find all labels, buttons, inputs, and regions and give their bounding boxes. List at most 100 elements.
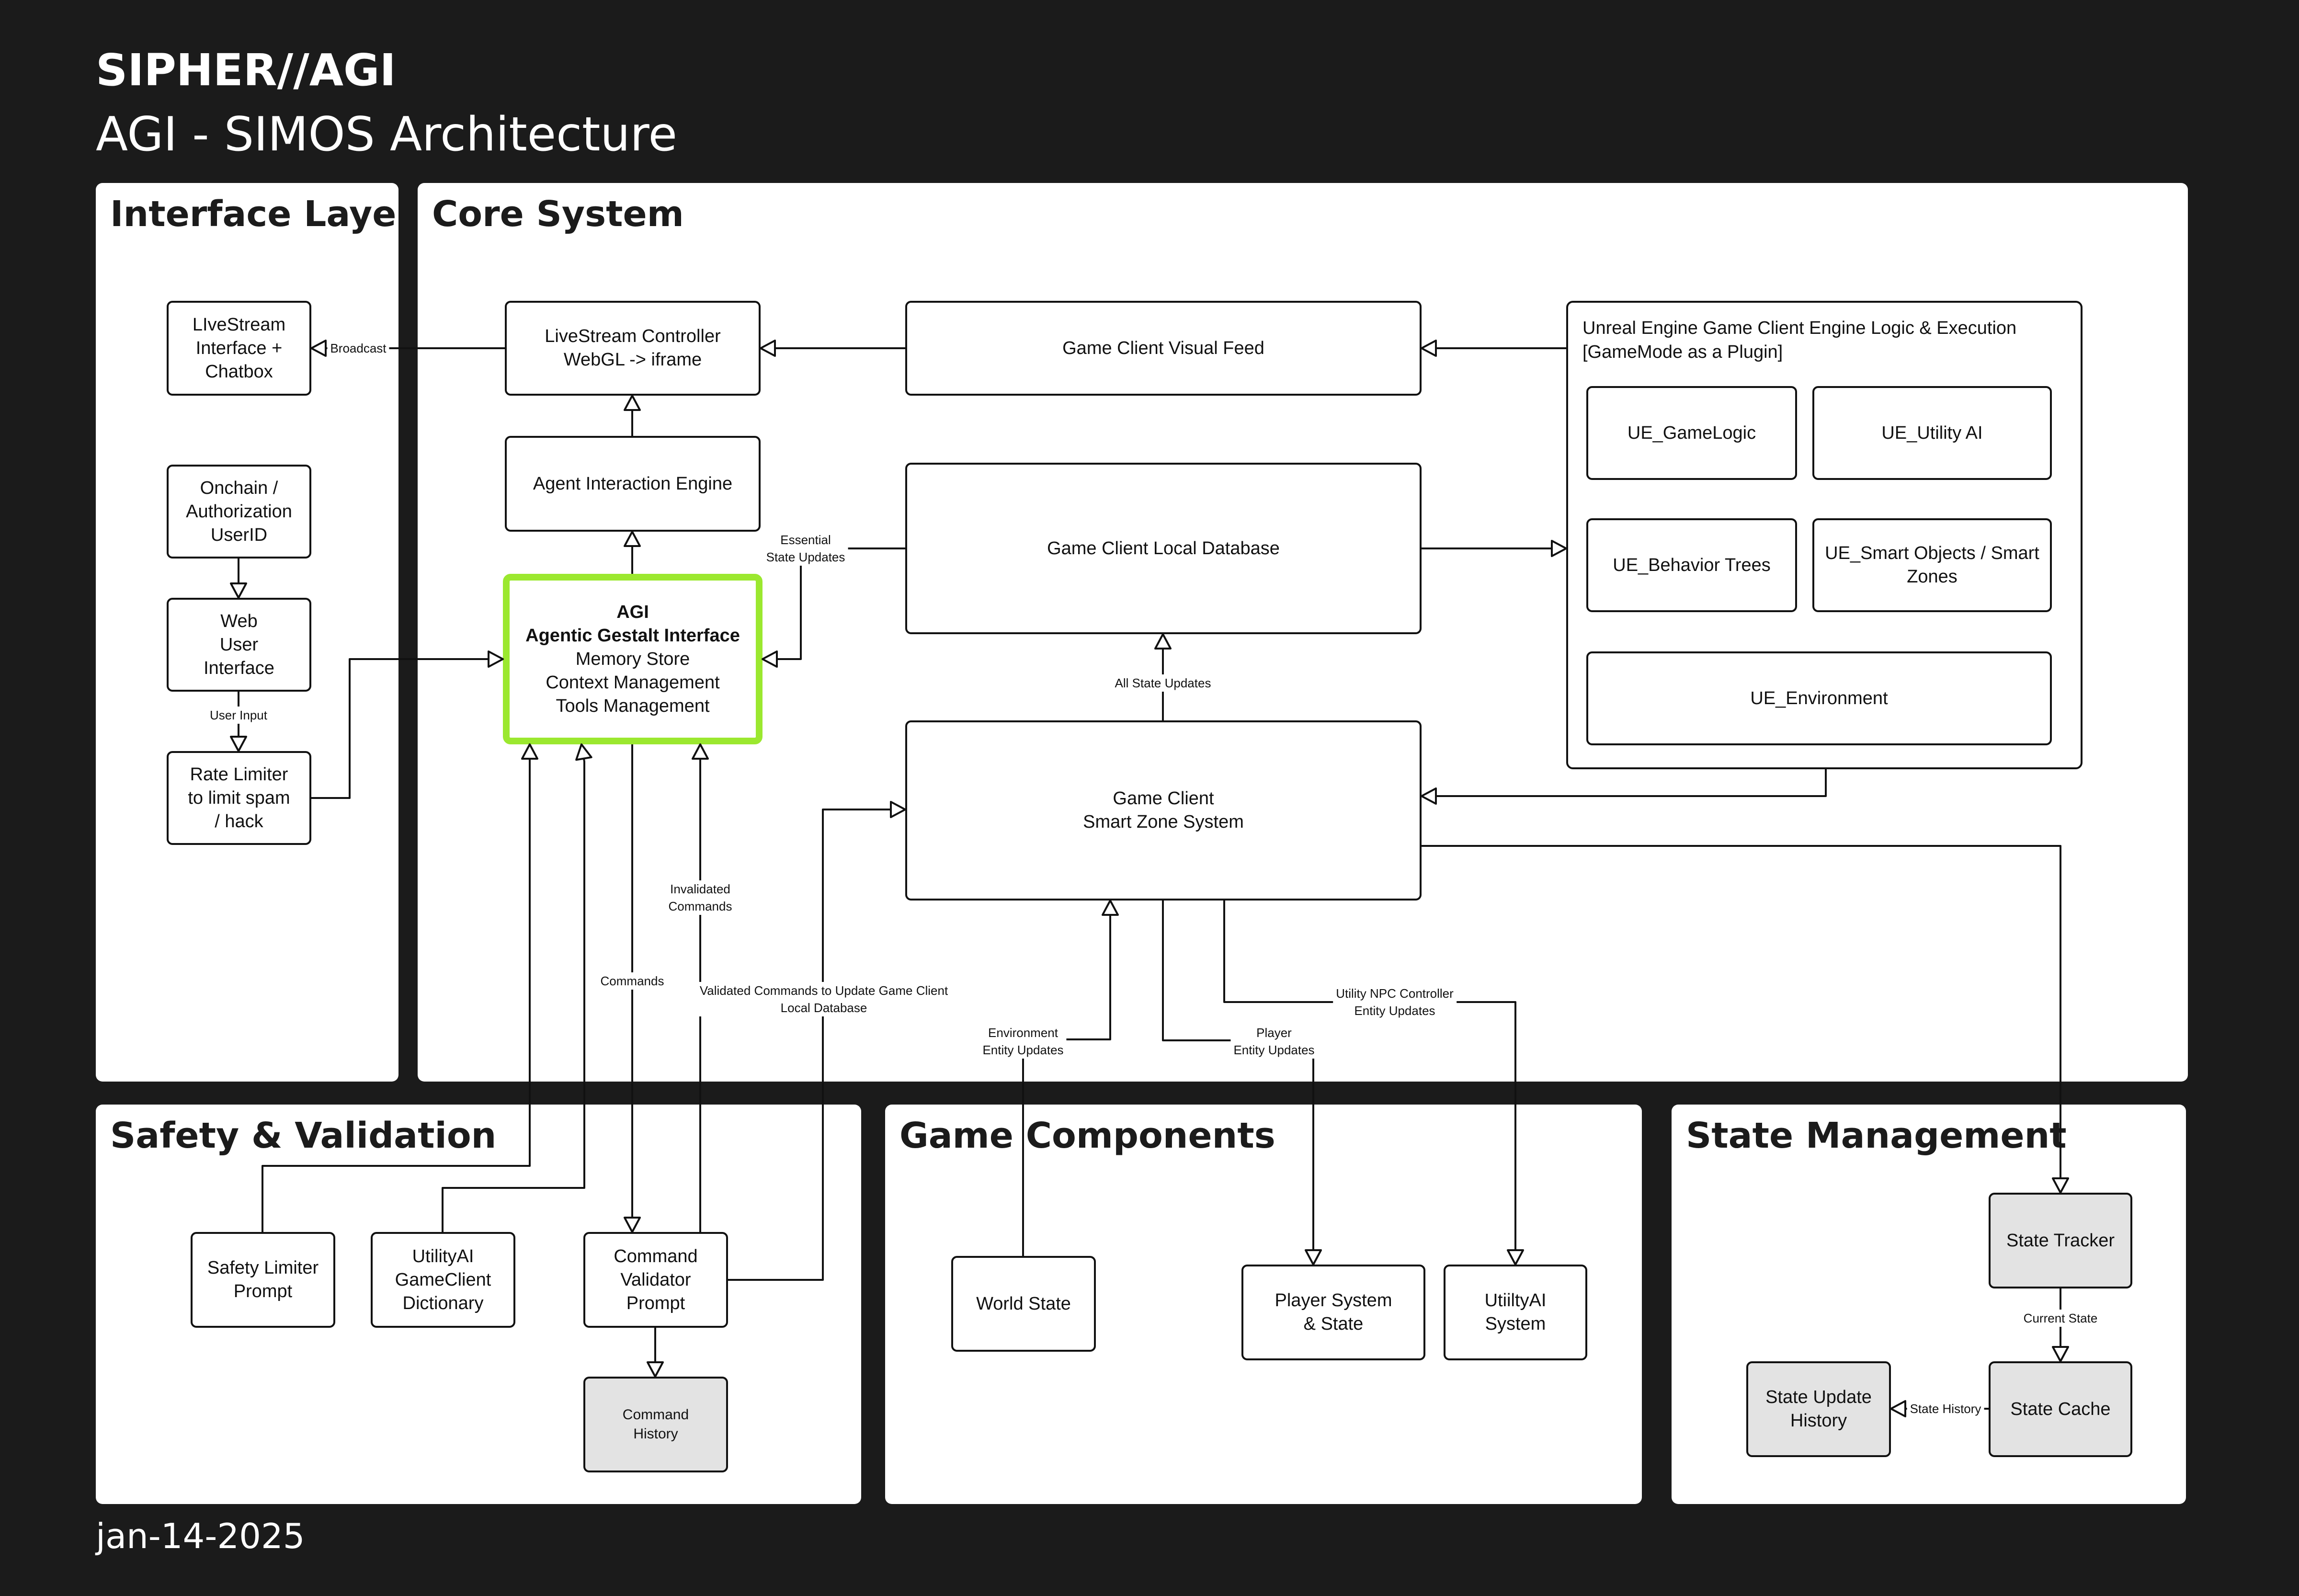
text-line: Authorization	[186, 501, 292, 522]
world-state-node: World State	[951, 1256, 1096, 1352]
text-line: UtiiltyAI	[1484, 1290, 1547, 1311]
edge-label-commands: Commands	[597, 972, 667, 990]
text-line: Entity Updates	[1354, 1003, 1435, 1018]
panel-title: Safety & Validation	[110, 1115, 497, 1156]
text-line: Onchain /	[200, 478, 278, 498]
text-line: UE_Environment	[1750, 688, 1888, 708]
text-line: Zones	[1907, 567, 1958, 587]
text-line: GameClient	[395, 1269, 491, 1290]
text-line: Command	[614, 1246, 698, 1266]
brand-title: SIPHER//AGI	[96, 45, 396, 96]
text-line: Web	[220, 611, 258, 631]
text-line: UE_Smart Objects / Smart	[1825, 543, 2039, 563]
text-line: User	[219, 634, 259, 655]
panel-title: Core System	[432, 194, 684, 235]
text-line: Prompt	[233, 1281, 293, 1301]
text-line: Context Management	[546, 672, 720, 693]
text-line: UtilityAI	[412, 1246, 474, 1266]
text-line: to limit spam	[188, 787, 290, 808]
text-line: Game Client Local Database	[1047, 538, 1280, 559]
text-line: Memory Store	[575, 649, 690, 669]
text-line: Command	[622, 1407, 689, 1423]
text-line: WebGL -> iframe	[563, 350, 702, 370]
game-client-local-database-node: Game Client Local Database	[905, 463, 1422, 634]
ue-utility-ai-node: UE_Utility AI	[1812, 386, 2052, 480]
edge-label-broadcast: Broadcast	[327, 340, 389, 357]
text-line: User Input	[210, 708, 267, 722]
edge-label-state-history: State History	[1907, 1400, 1984, 1417]
text-line: All State Updates	[1115, 676, 1211, 690]
text-line: UserID	[210, 524, 268, 545]
text-line: System	[1485, 1314, 1546, 1334]
edge-label-validated-commands: Validated Commands to Update Game Client…	[696, 982, 951, 1016]
text-line: State Update	[1765, 1387, 1872, 1407]
text-line: State History	[1910, 1402, 1981, 1416]
ue-environment-node: UE_Environment	[1586, 651, 2052, 745]
text-line: History	[1790, 1411, 1847, 1431]
text-line: Player System	[1275, 1290, 1392, 1311]
text-line: UE_GameLogic	[1627, 422, 1756, 443]
ue-gamelogic-node: UE_GameLogic	[1586, 386, 1797, 480]
text-line: Rate Limiter	[190, 764, 288, 785]
text-line: Validator	[620, 1269, 691, 1290]
text-line: [GameMode as a Plugin]	[1582, 342, 1783, 362]
text-line: AGI	[616, 602, 649, 622]
text-line: Interface	[204, 658, 274, 678]
panel-title: Interface Layer	[110, 194, 414, 235]
text-line: Interface +	[195, 338, 283, 358]
text-line: Agentic Gestalt Interface	[525, 625, 740, 646]
utilityai-system-node: UtiiltyAI System	[1444, 1265, 1587, 1360]
text-line: Smart Zone System	[1083, 812, 1244, 832]
page-title: AGI - SIMOS Architecture	[96, 107, 677, 162]
text-line: Broadcast	[330, 341, 387, 355]
text-line: Game Client	[1113, 788, 1214, 809]
text-line: State Tracker	[2006, 1230, 2115, 1251]
text-line: LIveStream	[192, 314, 286, 335]
text-line: Invalidated	[670, 882, 730, 896]
text-line: Agent Interaction Engine	[533, 473, 733, 494]
state-cache-node: State Cache	[1989, 1361, 2132, 1457]
panel-title: Game Components	[899, 1115, 1275, 1156]
text-line: Commands	[668, 899, 732, 913]
edge-label-current-state: Current State	[2020, 1310, 2101, 1327]
text-line: Commands	[600, 974, 664, 988]
edge-label-all-state-updates: All State Updates	[1112, 674, 1214, 692]
text-line: Entity Updates	[982, 1043, 1064, 1057]
ue-group-title: Unreal Engine Game Client Engine Logic &…	[1582, 316, 2016, 364]
text-line: Player	[1256, 1026, 1292, 1040]
text-line: Entity Updates	[1233, 1043, 1315, 1057]
text-line: & State	[1303, 1314, 1364, 1334]
text-line: UE_Utility AI	[1881, 422, 1983, 443]
text-line: Tools Management	[556, 695, 710, 716]
player-system-node: Player System & State	[1241, 1265, 1425, 1360]
text-line: Prompt	[626, 1293, 685, 1313]
text-line: Validated Commands to Update Game Client	[699, 983, 948, 998]
text-line: LiveStream Controller	[545, 326, 721, 346]
date-label: jan-14-2025	[96, 1516, 305, 1556]
text-line: History	[633, 1426, 678, 1442]
text-line: Safety Limiter	[207, 1258, 319, 1278]
text-line: Essential	[780, 533, 831, 547]
text-line: Utility NPC Controller	[1336, 986, 1454, 1001]
text-line: Chatbox	[205, 361, 273, 382]
panel-title: State Management	[1686, 1115, 2067, 1156]
text-line: World State	[976, 1293, 1071, 1314]
